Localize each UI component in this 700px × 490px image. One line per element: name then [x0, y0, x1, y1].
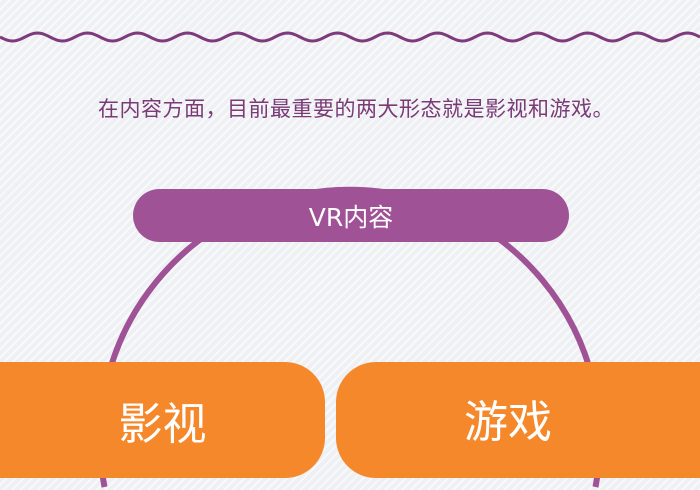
intro-text: 在内容方面，目前最重要的两大形态就是影视和游戏。	[98, 97, 614, 121]
root-node: VR内容	[133, 189, 569, 242]
wavy-divider	[0, 31, 700, 43]
branch-node-games: 游戏	[336, 362, 700, 478]
branch-node-film: 影视	[0, 362, 325, 478]
